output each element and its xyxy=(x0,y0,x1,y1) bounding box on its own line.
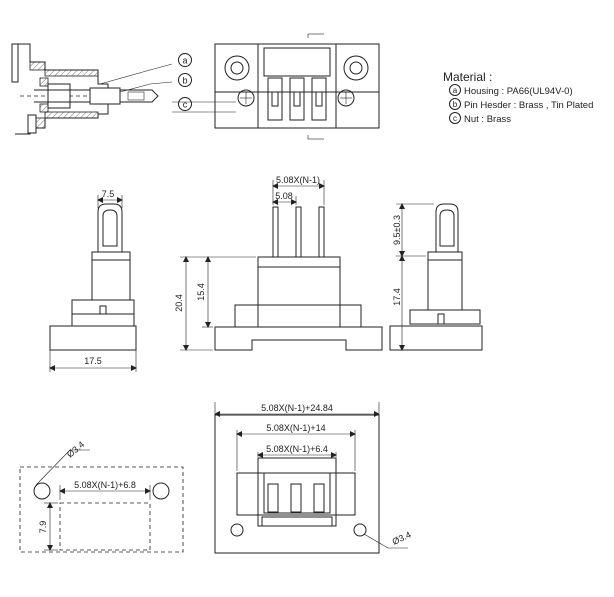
material-legend: Material : a Housing : PA66(UL94V-0) b P… xyxy=(443,70,593,125)
dim-right-body-height: 17.4 xyxy=(392,288,402,306)
bottom-view: 5.08X(N-1)+24.84 5.08X(N-1)+14 5.08X(N-1… xyxy=(214,402,413,554)
cross-section-view xyxy=(11,43,159,135)
material-key-a: a xyxy=(453,86,458,95)
dim-cutout-height: 7.9 xyxy=(38,521,48,534)
material-item-a: Housing : PA66(UL94V-0) xyxy=(464,86,573,97)
material-key-c: c xyxy=(453,114,457,123)
material-item-c: Nut : Brass xyxy=(464,114,511,125)
callout-a xyxy=(178,53,192,67)
dim-front-pitch: 5.08 xyxy=(275,191,293,201)
dim-cutout-hole: Ø3.4 xyxy=(65,439,86,459)
dim-side-top-width: 7.5 xyxy=(102,189,115,199)
dim-side-base-width: 17.5 xyxy=(84,356,102,366)
dim-front-height-total: 20.4 xyxy=(174,294,184,312)
front-view-middle: 5.08X(N-1) 5.08 20.4 15.4 xyxy=(174,175,383,351)
material-item-b: Pin Hesder : Brass , Tin Plated xyxy=(464,100,593,111)
callout-c xyxy=(178,97,192,111)
dim-bottom-overall: 5.08X(N-1)+24.84 xyxy=(261,403,333,413)
material-heading: Material : xyxy=(443,70,492,84)
dim-front-pitch-total: 5.08X(N-1) xyxy=(276,175,320,185)
callout-a-label: a xyxy=(182,56,187,66)
panel-cutout-view: Ø3.4 5.08X(N-1)+6.8 7.9 xyxy=(19,439,184,553)
dim-cutout-width: 5.08X(N-1)+6.8 xyxy=(74,480,136,490)
callout-b xyxy=(178,73,192,87)
front-face-view xyxy=(214,33,380,140)
callout-b-label: b xyxy=(182,76,187,86)
material-key-b: b xyxy=(453,100,458,109)
side-view-right: 9.5±0.3 17.4 xyxy=(389,203,483,351)
dim-bottom-flange: 5.08X(N-1)+14 xyxy=(266,423,325,433)
callout-group: a b c xyxy=(99,53,236,113)
dim-front-height-body: 15.4 xyxy=(196,283,206,301)
dim-bottom-body: 5.08X(N-1)+6.4 xyxy=(266,444,328,454)
callout-c-label: c xyxy=(183,100,188,110)
dim-bottom-hole: Ø3.4 xyxy=(391,530,413,547)
side-view-left: 17.5 7.5 xyxy=(49,189,137,372)
dim-right-pin-length: 9.5±0.3 xyxy=(392,215,402,245)
